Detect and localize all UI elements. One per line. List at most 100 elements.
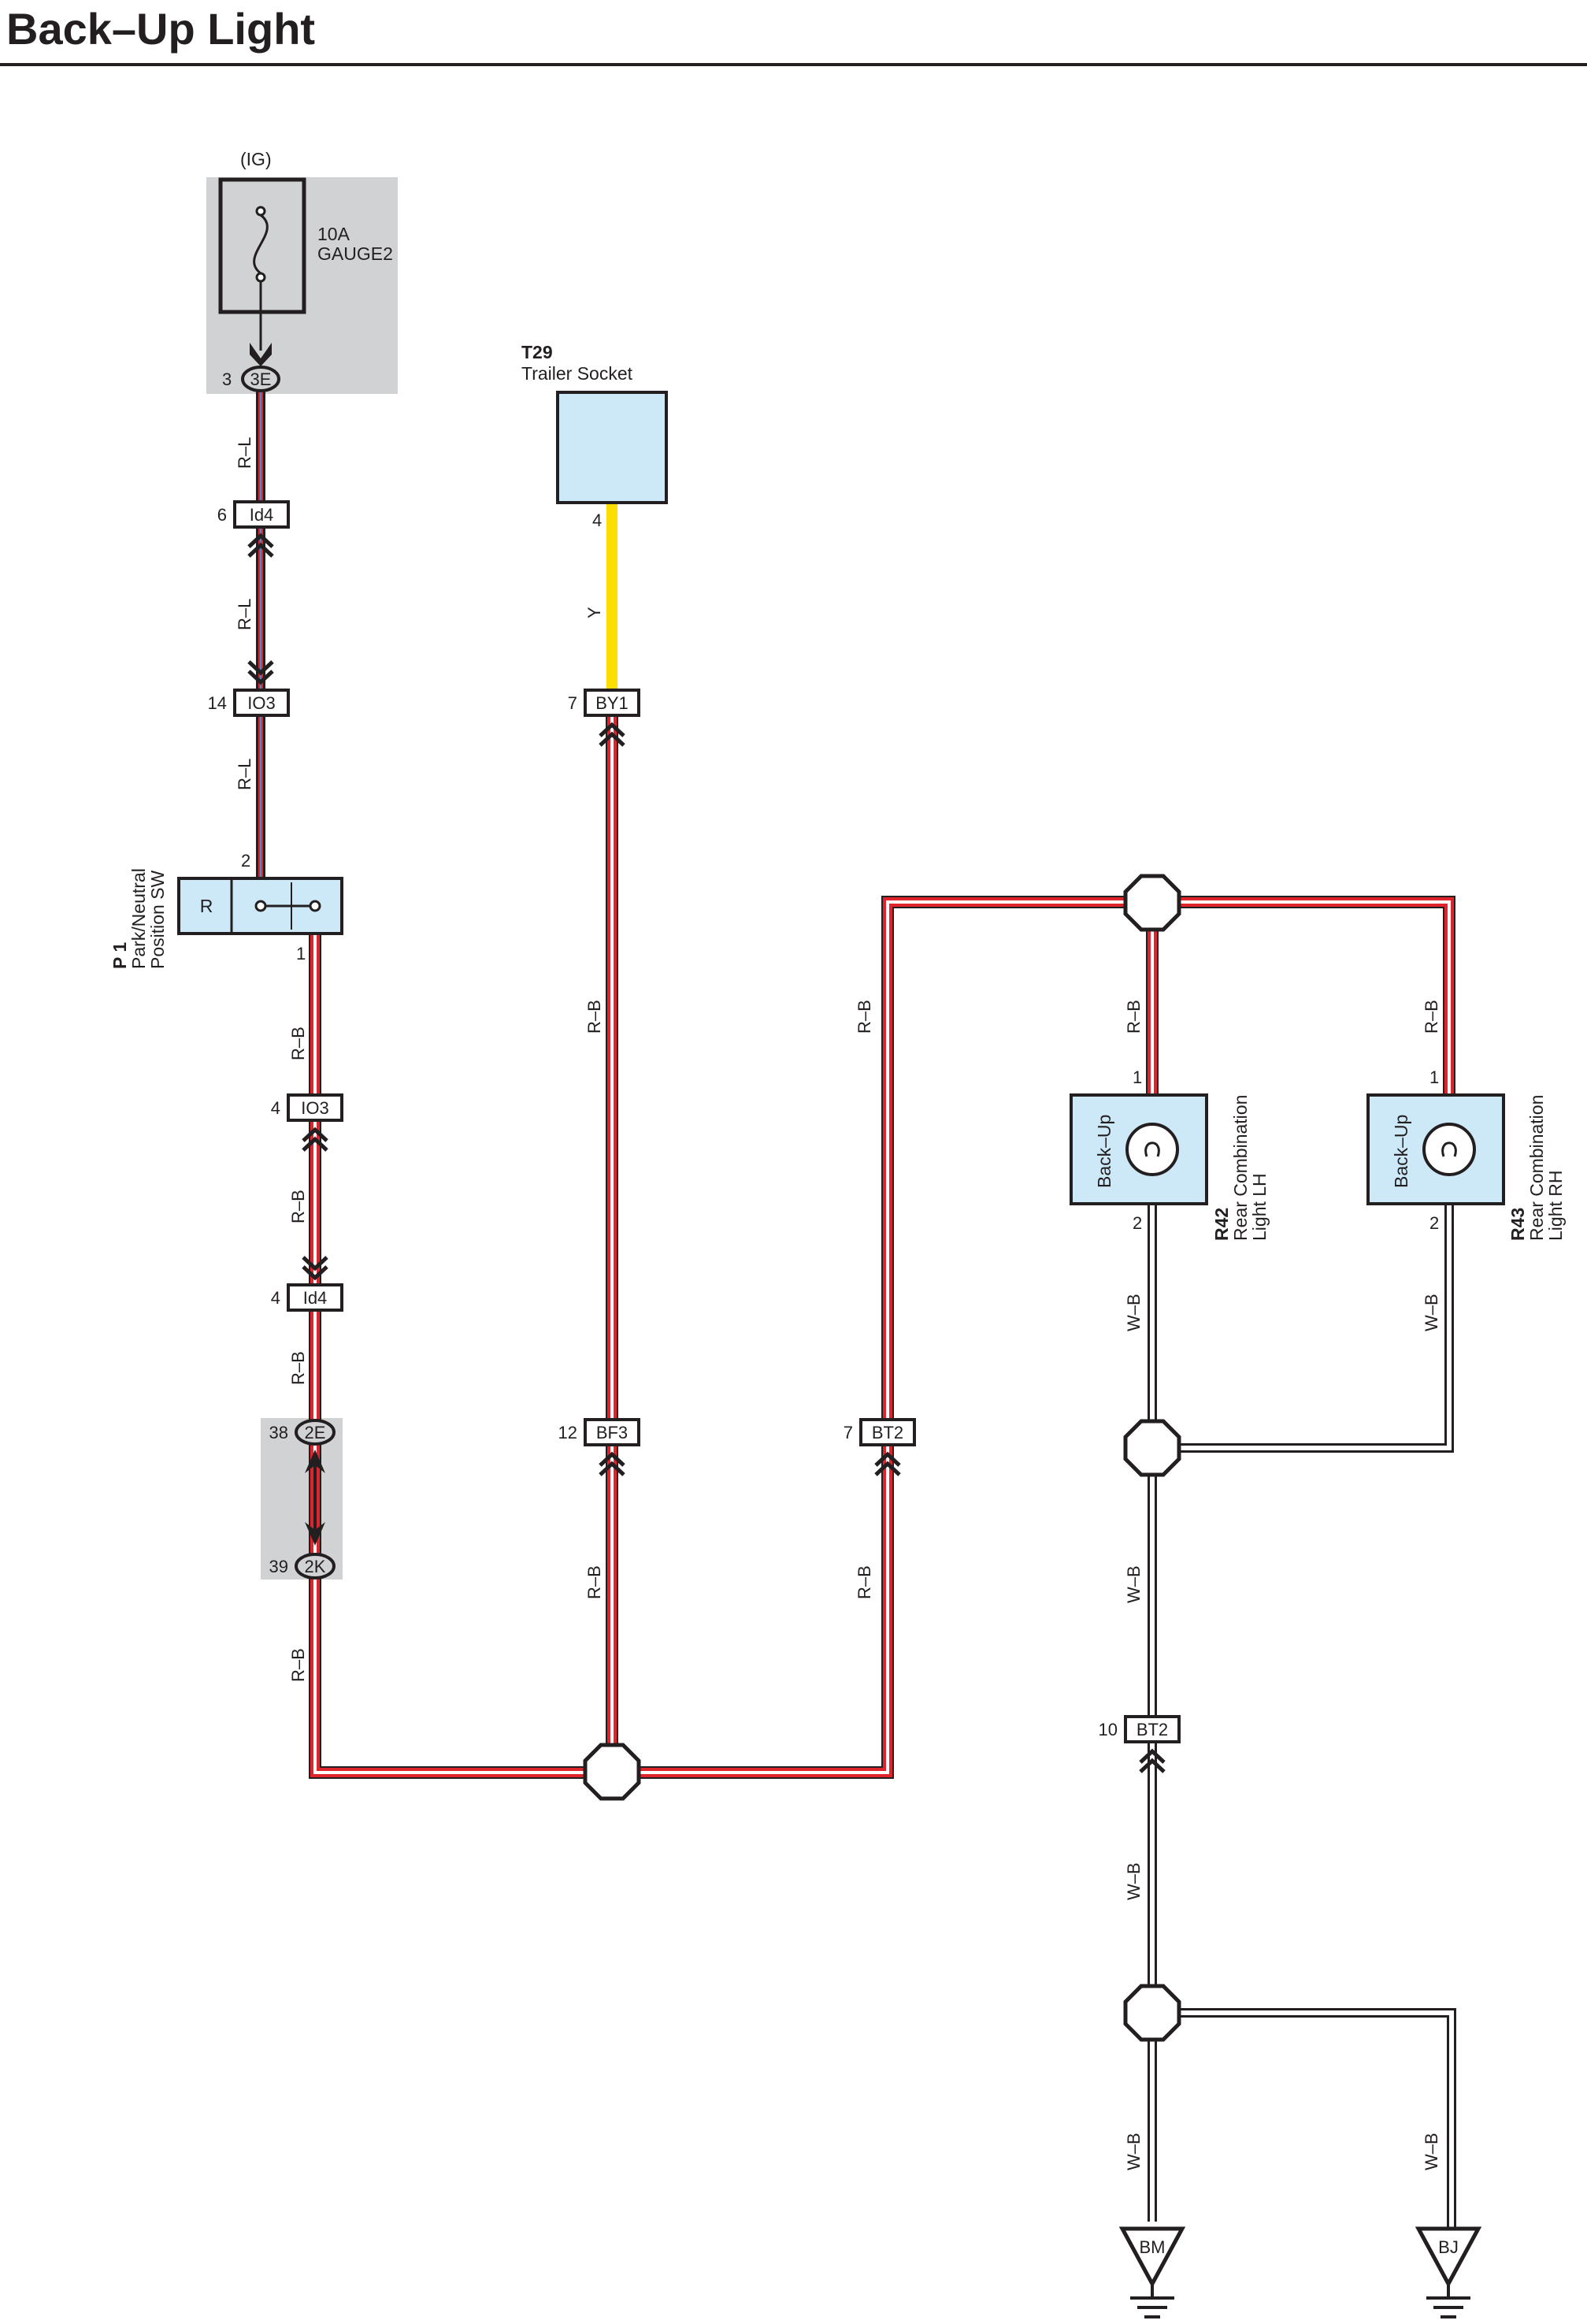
wire-label: R–L	[235, 437, 254, 469]
wire-label: R–B	[855, 1000, 874, 1034]
wire-label: R–B	[1422, 1000, 1441, 1034]
lamp-lh-pin-top: 1	[1133, 1067, 1142, 1087]
connector-io3-upper-label: IO3	[247, 693, 275, 713]
connector-io3-lower-label: IO3	[301, 1098, 328, 1118]
wire-y	[606, 504, 617, 693]
connector-id4-lower-label: Id4	[303, 1288, 328, 1308]
switch-pin-out: 1	[296, 944, 306, 963]
connector-id4-lower-pin: 4	[271, 1288, 280, 1308]
connector-2k-pin: 39	[269, 1557, 288, 1576]
wire-label: R–B	[584, 1565, 604, 1599]
connector-bf3	[584, 1418, 640, 1446]
connector-by1-label: BY1	[595, 693, 628, 713]
page-title: Back–Up Light	[6, 4, 315, 54]
connector-bt2-upper-label: BT2	[872, 1423, 903, 1442]
trailer-socket-name: Trailer Socket	[521, 363, 633, 384]
lamp-lh-function: Back–Up	[1094, 1115, 1114, 1188]
chevron-down-icon	[247, 660, 274, 685]
fuse-box	[218, 177, 306, 314]
connector-io3-upper-pin: 14	[208, 693, 227, 713]
lamp-lh-name-line1: Rear Combination	[1230, 1095, 1251, 1241]
connector-3e-label: 3E	[250, 369, 272, 389]
lamp-rh-code: R43	[1507, 1208, 1528, 1241]
lamp-rh-pin-bottom: 2	[1429, 1213, 1439, 1233]
wire-w-b	[1148, 1204, 1456, 2229]
wire-label: Y	[584, 607, 604, 618]
connector-bt2-lower	[1124, 1715, 1181, 1743]
connector-id4-lower	[287, 1283, 343, 1312]
switch-contact-label: R	[200, 896, 213, 916]
connector-2e-label: 2E	[305, 1423, 326, 1442]
wire-label: W–B	[1422, 1294, 1441, 1331]
connector-io3-lower-pin: 4	[271, 1098, 280, 1118]
lamp-rh-pin-top: 1	[1429, 1067, 1439, 1087]
wire-label: R–B	[288, 1026, 308, 1060]
wire-label: R–B	[288, 1190, 308, 1223]
wire-label: R–B	[1124, 1000, 1144, 1034]
wire-label: R–L	[235, 599, 254, 630]
connector-2k-label: 2K	[305, 1557, 326, 1576]
wire-label: R–B	[855, 1565, 874, 1599]
connector-by1-pin: 7	[568, 693, 577, 713]
connector-bt2-lower-label: BT2	[1136, 1720, 1168, 1739]
junction-area-2e-2k	[261, 1418, 343, 1580]
fuse-icon	[253, 206, 269, 351]
ground-bm-label: BM	[1140, 2237, 1166, 2257]
switch-name-line1: Park/Neutral	[128, 868, 149, 969]
connector-io3-upper	[233, 689, 290, 717]
connector-bt2-upper-pin: 7	[844, 1423, 853, 1442]
connector-2k	[295, 1553, 336, 1580]
ground-bj	[1415, 2226, 1482, 2318]
chevron-up-icon	[247, 533, 274, 558]
trailer-socket	[556, 391, 668, 504]
wire-label: W–B	[1124, 2133, 1144, 2170]
lamp-rh-function: Back–Up	[1391, 1115, 1411, 1188]
junction-node-lamp-feed	[1123, 874, 1181, 932]
lamp-lh-caption: R42 Rear Combination Light LH	[1211, 1095, 1270, 1241]
chevron-up-icon	[302, 1127, 328, 1152]
switch-code: P 1	[109, 942, 130, 969]
lamp-lh-name-line2: Light LH	[1249, 1173, 1270, 1241]
connector-id4-upper-pin: 6	[217, 505, 227, 525]
junction-node-bottom-bus	[583, 1743, 641, 1801]
chevron-up-icon	[599, 1451, 625, 1476]
lamp-lh-code: R42	[1211, 1208, 1232, 1241]
connector-bf3-label: BF3	[596, 1423, 628, 1442]
wire-label: R–B	[288, 1648, 308, 1682]
chevron-down-icon	[302, 1256, 328, 1281]
chevron-up-icon	[599, 722, 625, 747]
connector-bt2-lower-pin: 10	[1099, 1720, 1118, 1739]
connector-id4-upper	[233, 500, 290, 529]
switch-caption: P 1 Park/Neutral Position SW	[109, 868, 168, 969]
connector-2e-pin: 38	[269, 1423, 288, 1442]
fuse-name: GAUGE2	[317, 243, 393, 264]
fuse-pin: 3	[222, 369, 232, 389]
connector-io3-lower	[287, 1093, 343, 1122]
link-2e-2k	[305, 1450, 325, 1546]
wire-label: W–B	[1124, 1294, 1144, 1331]
connector-id4-upper-label: Id4	[250, 505, 274, 525]
connector-bt2-upper	[859, 1418, 916, 1446]
bulb-icon	[1422, 1123, 1476, 1176]
wire-label: R–B	[584, 1000, 604, 1034]
lamp-rh-name-line1: Rear Combination	[1526, 1095, 1547, 1241]
wire-label: R–B	[288, 1351, 308, 1385]
junction-node-ground-split	[1123, 1984, 1181, 2042]
connector-2e	[295, 1419, 336, 1446]
ground-bm	[1118, 2226, 1186, 2318]
junction-node-lamp-ground	[1123, 1419, 1181, 1477]
connector-bf3-pin: 12	[558, 1423, 577, 1442]
trailer-socket-pin: 4	[592, 510, 602, 530]
lamp-lh-pin-bottom: 2	[1133, 1213, 1142, 1233]
title-rule	[0, 63, 1587, 66]
wire-r-b-switch	[309, 896, 1455, 1779]
lamp-rh-caption: R43 Rear Combination Light RH	[1507, 1095, 1566, 1241]
wire-label: W–B	[1422, 2133, 1441, 2170]
bulb-icon	[1125, 1123, 1179, 1176]
chevron-up-icon	[874, 1451, 901, 1476]
wire-label: W–B	[1124, 1862, 1144, 1900]
wire-r-l	[256, 390, 265, 878]
fuse-supply-label: (IG)	[240, 149, 272, 169]
ground-bj-label: BJ	[1438, 2237, 1459, 2257]
